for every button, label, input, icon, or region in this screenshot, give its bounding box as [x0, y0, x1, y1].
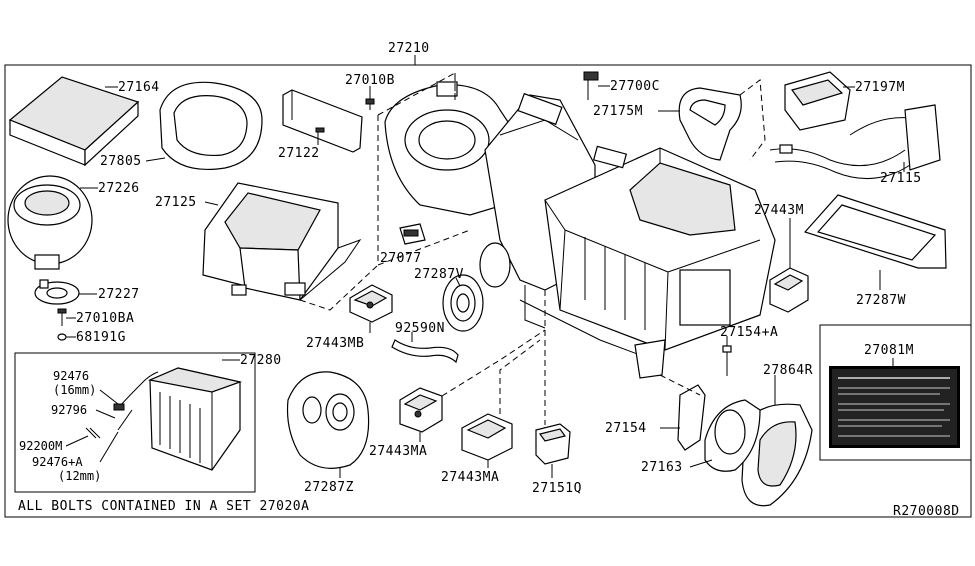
part-68191G-clip	[57, 333, 67, 341]
part-27805-seal	[159, 81, 263, 171]
part-27864R-case	[741, 403, 813, 507]
part-92200M-clamp	[85, 427, 101, 439]
label-27154A: 27154+A	[720, 325, 778, 340]
part-27197M-bracket	[784, 71, 851, 131]
part-27443M-actuator	[769, 267, 809, 313]
part-27163-case	[704, 399, 761, 472]
part-27443MA-actuator-1	[399, 387, 443, 433]
part-27151Q-resistor	[535, 423, 571, 465]
part-27122-filter-door	[282, 89, 363, 153]
label-27864R: 27864R	[763, 363, 813, 378]
label-92796: 92796	[51, 403, 87, 417]
part-27164-filter	[8, 76, 140, 167]
part-27287V-seal	[442, 274, 484, 332]
label-27226: 27226	[98, 181, 140, 196]
label-27154: 27154	[605, 421, 647, 436]
label-92476A-size: (12mm)	[58, 469, 101, 483]
part-27010B-screw	[365, 98, 375, 110]
label-27164: 27164	[118, 80, 160, 95]
label-27010B: 27010B	[345, 73, 395, 88]
part-27175M-duct	[678, 87, 742, 161]
part-27077-connector	[399, 223, 426, 245]
part-27210-hvac-unit	[384, 81, 776, 379]
label-27443MA-1: 27443MA	[369, 444, 427, 459]
label-27125: 27125	[155, 195, 197, 210]
part-27115-heater-pipes	[769, 104, 941, 180]
part-27226-blower-motor	[7, 175, 93, 270]
label-27077: 27077	[380, 251, 422, 266]
part-27443MA-actuator-2	[461, 413, 513, 461]
filter-kit-frame	[14, 352, 256, 493]
label-27443MA-2: 27443MA	[441, 470, 499, 485]
part-27443MB-actuator	[349, 284, 393, 323]
part-27125-intake-housing	[202, 182, 362, 301]
part-27227-bracket	[34, 279, 80, 305]
label-27163: 27163	[641, 460, 683, 475]
label-27443M: 27443M	[754, 203, 804, 218]
label-27010BA: 27010BA	[76, 311, 134, 326]
label-92476-size: (16mm)	[53, 383, 96, 397]
part-27154A-screw	[722, 345, 732, 376]
part-27287Z-seal	[286, 371, 370, 469]
part-27287W-gasket	[803, 194, 947, 269]
part-27081M-caution-label	[829, 366, 960, 448]
label-27210: 27210	[388, 41, 430, 56]
label-92476A: 92476+A	[32, 455, 83, 469]
label-27115: 27115	[880, 171, 922, 186]
label-27280: 27280	[240, 353, 282, 368]
part-27700C-sensor	[583, 71, 599, 100]
part-27010BA-screw	[57, 308, 67, 326]
label-68191G: 68191G	[76, 330, 126, 345]
label-27287W: 27287W	[856, 293, 906, 308]
label-27175M: 27175M	[593, 104, 643, 119]
label-27122: 27122	[278, 146, 320, 161]
part-92590N-hose	[391, 339, 459, 364]
label-27151Q: 27151Q	[532, 481, 582, 496]
label-27287Z: 27287Z	[304, 480, 354, 495]
part-27154-bracket	[677, 384, 706, 451]
label-92476: 92476	[53, 369, 89, 383]
caution-label-frame	[819, 324, 972, 461]
label-27287V: 27287V	[414, 267, 464, 282]
label-27805: 27805	[100, 154, 142, 169]
part-27280-filter-element	[113, 367, 243, 471]
label-92200M: 92200M	[19, 439, 62, 453]
label-27443MB: 27443MB	[306, 336, 364, 351]
main-frame	[4, 64, 972, 518]
label-27227: 27227	[98, 287, 140, 302]
label-27197M: 27197M	[855, 80, 905, 95]
label-27081M: 27081M	[864, 343, 914, 358]
reference-code: R270008D	[893, 504, 960, 519]
footer-note: ALL BOLTS CONTAINED IN A SET 27020A	[18, 499, 309, 514]
label-27700C: 27700C	[610, 79, 660, 94]
label-92590N: 92590N	[395, 321, 445, 336]
